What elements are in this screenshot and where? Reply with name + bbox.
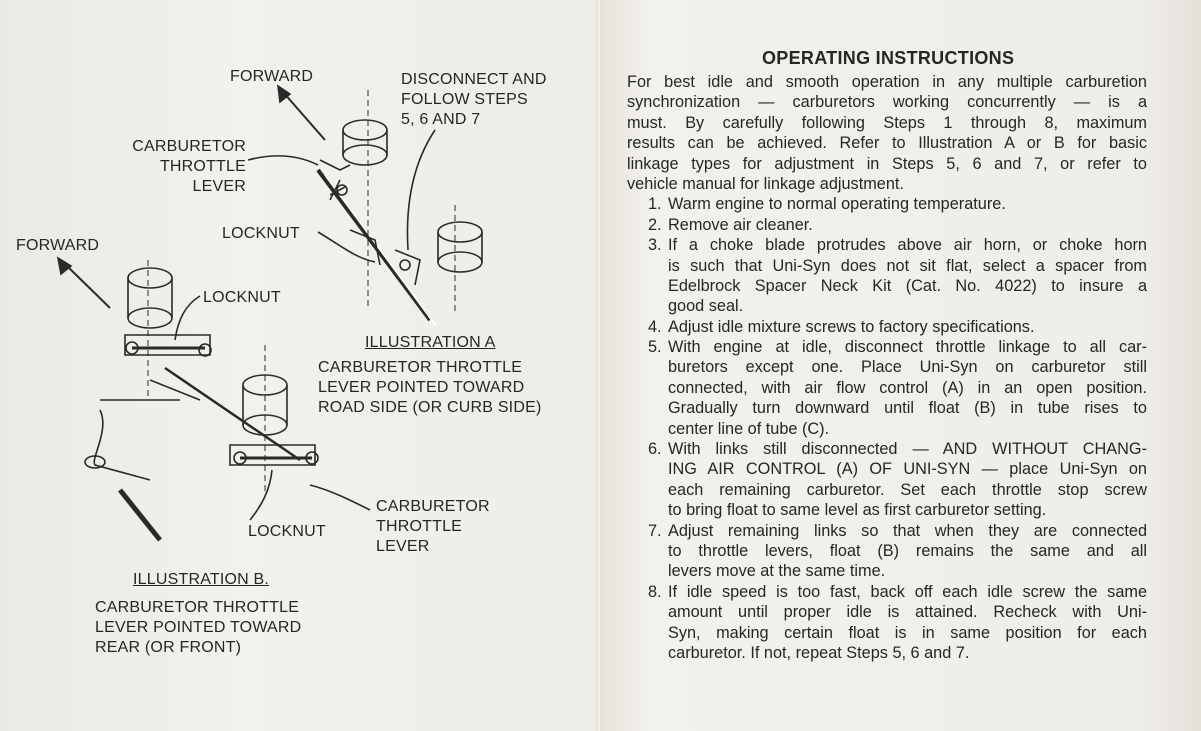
step-line: Gradually turn downward until float (B) … (668, 399, 1147, 418)
step-line: buretors except one. Place Uni-Syn on ca… (668, 358, 1147, 377)
step-number: 7. (648, 521, 662, 540)
step-line: Remove air cleaner. (668, 215, 813, 234)
right-page-instructions (600, 0, 1201, 731)
step-line: is such that Uni-Syn does not sit flat, … (668, 256, 1147, 275)
step-item: 8. If idle speed is too fast, back off ea… (627, 582, 1147, 664)
step-line: ING AIR CONTROL (A) OF UNI-SYN — place U… (668, 460, 1147, 479)
carburetor-throttle-lever-label-b: CARBURETOR THROTTLE LEVER (376, 497, 490, 557)
step-item: 6. With links still disconnected — AND WI… (627, 439, 1147, 521)
illustration-a-title: ILLUSTRATION A (365, 334, 496, 351)
step-line: Edelbrock Spacer Neck Kit (Cat. No. 4022… (668, 276, 1147, 295)
step-line: levers move at the same time. (668, 562, 886, 581)
step-line: amount until proper idle is attained. Re… (668, 603, 1147, 622)
label-line: CARBURETOR (132, 138, 246, 155)
step-line: If idle speed is too fast, back off each… (668, 582, 1147, 601)
carburetor-linkage-diagram (56, 84, 483, 542)
disconnect-line: 5, 6 AND 7 (401, 111, 481, 128)
steps-list: 1. Warm engine to normal operating temper… (627, 194, 1147, 663)
step-line: good seal. (668, 297, 744, 316)
locknut-label-b1: LOCKNUT (203, 289, 281, 306)
instructions-title: OPERATING INSTRUCTIONS (762, 48, 1015, 68)
step-number: 8. (648, 582, 662, 601)
illustration-b-title: ILLUSTRATION B. (133, 571, 270, 588)
step-item: 4. Adjust idle mixture screws to factory … (627, 317, 1147, 337)
step-line: carburetor. If not, repeat Steps 5, 6 an… (668, 643, 970, 662)
step-line: connected, with air flow control (A) in … (668, 378, 1147, 397)
forward-label-a: FORWARD (230, 68, 314, 85)
intro-line: vehicle manual for linkage adjustment. (627, 174, 904, 193)
page-fold (596, 0, 602, 731)
disconnect-line: DISCONNECT AND (401, 71, 547, 88)
step-line: Warm engine to normal operating temperat… (668, 195, 1006, 214)
step-line: With links still disconnected — AND WITH… (668, 440, 1147, 459)
label-line: LEVER (376, 538, 430, 555)
step-item: 7. Adjust remaining links so that when th… (627, 521, 1147, 582)
step-line: With engine at idle, disconnect throttle… (668, 338, 1147, 357)
locknut-label-a: LOCKNUT (222, 225, 300, 242)
step-item: 3. If a choke blade protrudes above air h… (627, 235, 1147, 317)
step-line: to throttle levers, float (B) remains th… (668, 541, 1147, 560)
step-item: 1. Warm engine to normal operating temper… (627, 194, 1147, 214)
caption-line: LEVER POINTED TOWARD (318, 379, 525, 396)
illustration-b-drawing (56, 256, 371, 542)
carburetor-throttle-lever-label-a: CARBURETOR THROTTLE LEVER (110, 137, 246, 197)
intro-paragraph: For best idle and smooth operation in an… (627, 72, 1147, 194)
step-number: 2. (648, 215, 662, 234)
disconnect-line: FOLLOW STEPS (401, 91, 528, 108)
label-line: LEVER (192, 178, 246, 195)
intro-line: must. By carefully following Steps 1 thr… (627, 113, 1147, 132)
label-line: THROTTLE (159, 158, 246, 175)
step-number: 5. (648, 338, 662, 357)
step-line: Adjust idle mixture screws to factory sp… (668, 317, 1035, 336)
caption-line: LEVER POINTED TOWARD (95, 619, 302, 636)
step-item: 2. Remove air cleaner. (627, 215, 1147, 235)
disconnect-label: DISCONNECT AND FOLLOW STEPS 5, 6 AND 7 (401, 70, 547, 130)
intro-line: linkage types for adjustment in Steps 5,… (627, 154, 1147, 173)
caption-line: CARBURETOR THROTTLE (318, 359, 523, 376)
locknut-label-b2: LOCKNUT (248, 523, 326, 540)
step-line: If a choke blade protrudes above air hor… (668, 236, 1147, 255)
left-page-illustrations: FORWARD DISCONNECT AND FOLLOW STEPS 5, 6… (0, 0, 600, 731)
step-number: 1. (648, 195, 662, 214)
illustration-a-drawing (247, 84, 483, 327)
illustration-a-caption: CARBURETOR THROTTLE LEVER POINTED TOWARD… (318, 358, 542, 418)
caption-line: CARBURETOR THROTTLE (95, 599, 300, 616)
step-line: each remaining carburetor. Set each thro… (668, 480, 1147, 499)
label-line: THROTTLE (376, 518, 463, 535)
caption-line: ROAD SIDE (OR CURB SIDE) (318, 399, 542, 416)
step-line: Syn, making certain float is in same pos… (668, 623, 1147, 642)
step-number: 4. (648, 317, 662, 336)
step-number: 6. (648, 440, 662, 459)
step-number: 3. (648, 236, 662, 255)
label-line: CARBURETOR (376, 498, 490, 515)
caption-line: REAR (OR FRONT) (95, 639, 242, 656)
intro-line: For best idle and smooth operation in an… (627, 73, 1147, 91)
step-line: Adjust remaining links so that when they… (668, 521, 1147, 540)
step-item: 5. With engine at idle, disconnect thrott… (627, 337, 1147, 439)
step-line: to bring float to same level as first ca… (668, 501, 1047, 520)
intro-line: results can be achieved. Refer to Illust… (627, 134, 1147, 153)
forward-label-b: FORWARD (16, 237, 100, 254)
step-line: center line of tube (C). (668, 419, 830, 438)
instructions-body: For best idle and smooth operation in an… (627, 72, 1147, 663)
intro-line: synchronization — carburetors working co… (627, 93, 1147, 112)
illustration-b-caption: CARBURETOR THROTTLE LEVER POINTED TOWARD… (95, 598, 301, 658)
